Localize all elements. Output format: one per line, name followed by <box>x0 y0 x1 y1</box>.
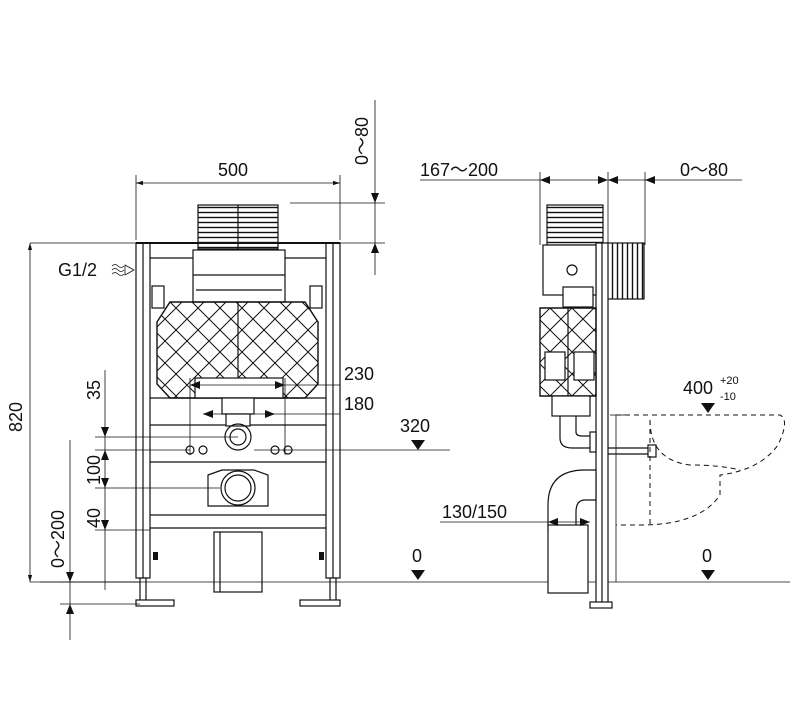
front-view <box>27 100 450 640</box>
dim-230: 230 <box>344 364 374 384</box>
dim-40: 40 <box>84 508 104 528</box>
dim-pipe-130-150: 130/150 <box>442 502 507 522</box>
dim-bowl-tol-minus: -10 <box>720 391 736 403</box>
dim-depth-167-200: 167～200 <box>420 160 498 180</box>
dim-320: 320 <box>400 416 430 436</box>
dim-width-500: 500 <box>218 160 248 180</box>
dim-bowl-400: 400 <box>683 378 713 398</box>
dim-180: 180 <box>344 394 374 414</box>
dim-35: 35 <box>84 380 104 400</box>
side-view <box>420 172 785 609</box>
floor-level-side-a: 0 <box>702 546 712 566</box>
dim-100: 100 <box>84 455 104 485</box>
floor-level-front: 0 <box>412 546 422 566</box>
dim-side-0-80: 0～80 <box>680 160 728 180</box>
dim-bowl-tol-plus: +20 <box>720 375 739 387</box>
water-inlet-label: G1/2 <box>58 260 97 280</box>
dim-range-0-200: 0～200 <box>48 510 68 568</box>
dim-height-820: 820 <box>6 402 26 432</box>
dim-top-adjust: 0～80 <box>352 117 372 165</box>
